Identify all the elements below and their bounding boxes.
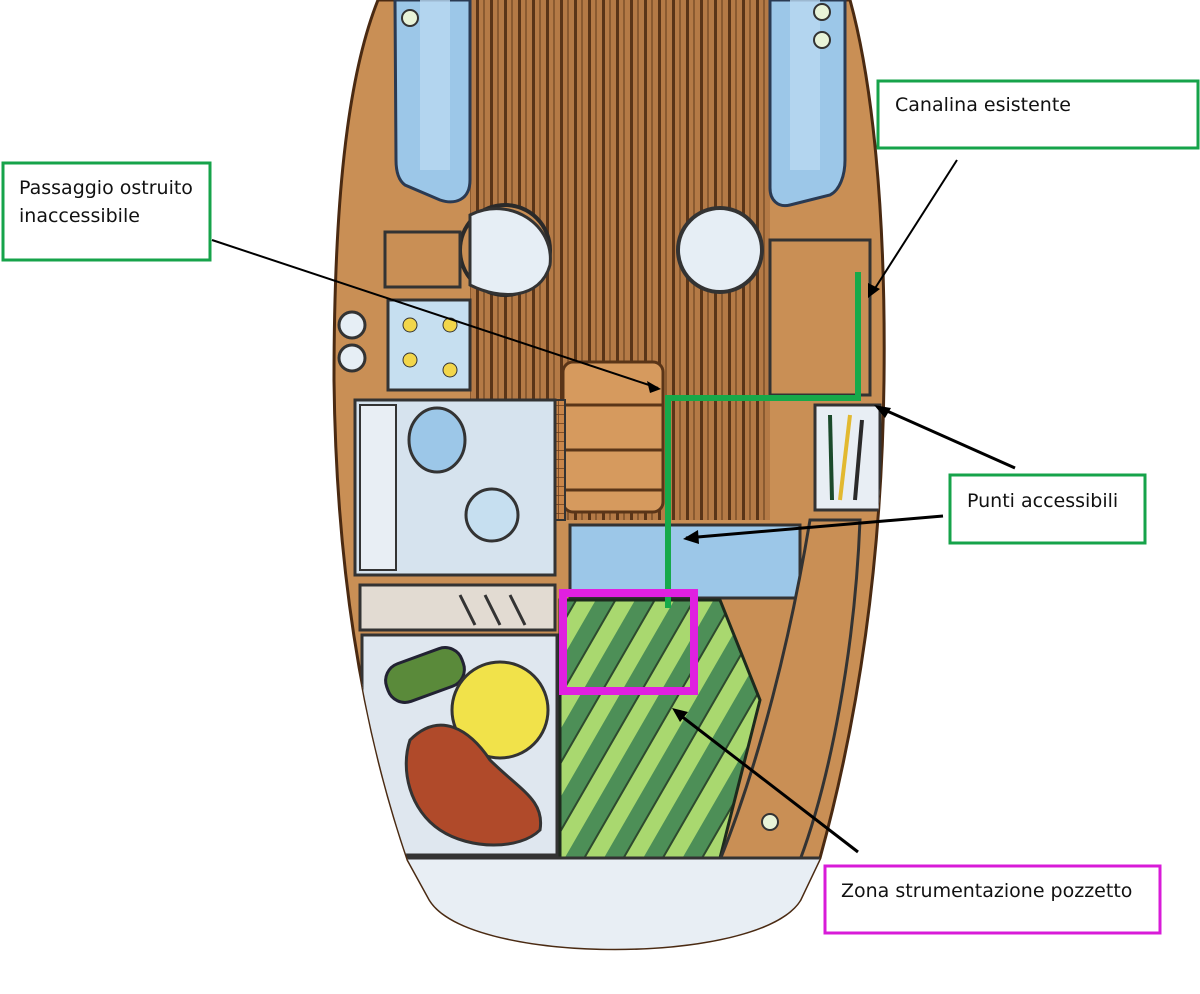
leader-lines: [211, 159, 1016, 854]
cockpit-locker: [358, 583, 557, 632]
callout-passaggio: Passaggio ostruito inaccessibile: [1, 161, 212, 262]
arrowhead-punti-1: [874, 405, 891, 418]
starboard-locker: [768, 238, 872, 397]
callout-zona-box: [823, 864, 1162, 935]
leader-arrowheads: [647, 283, 891, 722]
toilet-bowl: [464, 487, 520, 543]
callout-punti: Punti accessibili: [948, 473, 1147, 545]
callout-zona-label: Zona strumentazione pozzetto: [841, 880, 1132, 902]
instrument-zone-box: [559, 589, 698, 695]
callout-passaggio-line-2: inaccessibile: [19, 205, 140, 227]
rope-bag: [404, 723, 543, 847]
interior-layout: [337, 0, 882, 949]
arrowhead-passaggio: [647, 381, 661, 393]
arrowhead-canalina: [868, 283, 880, 298]
callout-punti-box: [948, 473, 1147, 545]
leader-punti-2: [685, 514, 944, 540]
life-buoy: [450, 660, 550, 760]
cockpit-seat-cushion: [568, 523, 802, 600]
leader-punti-1: [877, 405, 1016, 470]
callout-passaggio-line-1: Passaggio ostruito: [19, 177, 193, 199]
arrowhead-zona: [672, 708, 688, 722]
leader-passaggio: [211, 239, 659, 389]
arrowhead-punti-2: [683, 530, 699, 544]
callout-punti-label: Punti accessibili: [967, 490, 1118, 512]
callout-canalina-box: [876, 79, 1200, 150]
transom: [360, 858, 860, 949]
cockpit-sole: [558, 598, 762, 860]
callout-zona: Zona strumentazione pozzetto: [823, 864, 1162, 935]
callout-canalina-label: Canalina esistente: [895, 94, 1071, 116]
callout-canalina: Canalina esistente: [876, 79, 1200, 150]
leader-zona: [675, 710, 859, 854]
leader-canalina: [871, 159, 958, 294]
fender: [384, 646, 466, 704]
cable-route-line: [665, 272, 861, 608]
starboard-table-round: [676, 206, 764, 294]
galley-stove: [386, 298, 472, 392]
galley-counter: [383, 230, 462, 289]
cable-route: [665, 272, 861, 608]
callout-passaggio-box: [1, 161, 212, 262]
wash-basin: [407, 406, 467, 474]
